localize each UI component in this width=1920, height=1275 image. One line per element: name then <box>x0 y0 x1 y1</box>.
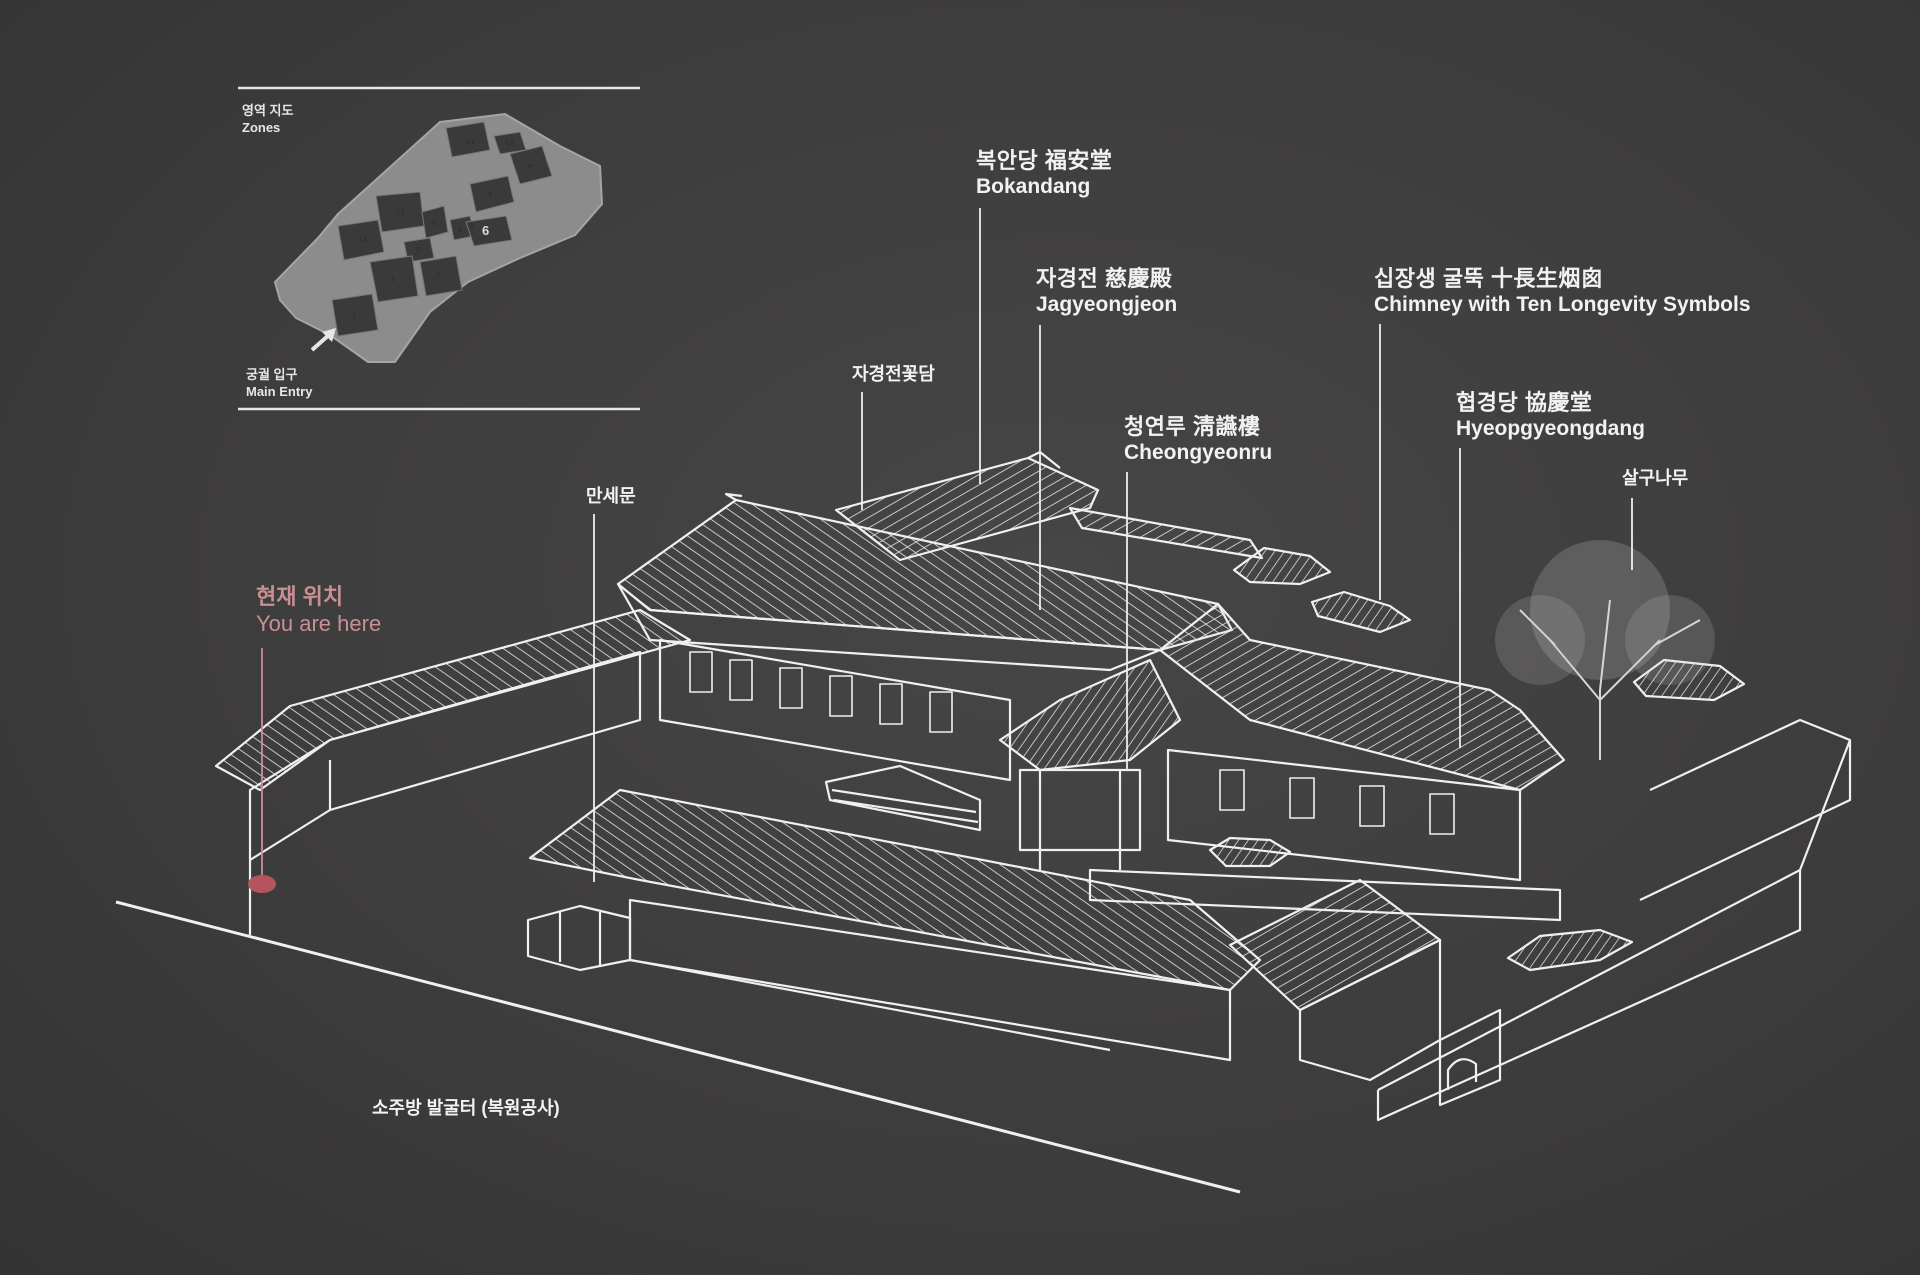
inset-entry-en: Main Entry <box>246 384 313 399</box>
label-cheongyeonru: 청연루 淸讌樓 Cheongyeonru <box>1124 414 1272 466</box>
jagyeongjeon-body <box>658 638 1012 782</box>
label-bokandang: 복안당 福安堂 Bokandang <box>976 148 1112 200</box>
right-corridor-wall <box>1298 938 1442 1082</box>
back-corridor-roof <box>1068 506 1264 560</box>
inset-title-ko: 영역 지도 <box>242 103 294 118</box>
inset-block-3 <box>421 205 449 239</box>
label-chimney: 십장생 굴뚝 十長生烟囪 Chimney with Ten Longevity … <box>1374 266 1751 318</box>
hyeopgyeongdang-windows <box>1219 769 1455 835</box>
zone-number: 9 <box>528 163 532 171</box>
gate-roof-front <box>1506 928 1634 972</box>
inset-zone-shape <box>273 112 604 363</box>
inset-block-11 <box>445 121 491 158</box>
front-corridor-roof <box>528 788 1262 992</box>
label-hyeopgyeongdang-en: Hyeopgyeongdang <box>1456 417 1646 440</box>
jagyeongjeon-eaves <box>616 582 1162 672</box>
inset-block-6 <box>465 215 513 247</box>
you-are-here-ko: 현재 위치 <box>256 584 344 609</box>
label-cheongyeonru-en: Cheongyeonru <box>1124 441 1273 464</box>
zone-number: 5 <box>470 222 474 230</box>
palace-drawing <box>214 450 1852 1122</box>
gate-roof-right <box>1632 658 1746 702</box>
inset-title-en: Zones <box>242 120 281 135</box>
label-cheongyeonru-ko: 청연루 淸讌樓 <box>1124 414 1261 439</box>
inset-block-3b <box>369 255 419 303</box>
zone-number: 3 <box>432 220 436 228</box>
inset-block-9 <box>509 145 553 185</box>
jagyeongjeon-stairs <box>824 764 982 832</box>
gate-roof-mid <box>1208 836 1292 868</box>
right-corridor-roof <box>1228 878 1442 1012</box>
you-are-here-en: You are here <box>256 611 382 636</box>
inset-map: 11 13 9 8 12 3 4 5 6 13 2 3 7 1 <box>238 86 640 411</box>
hyeopgyeongdang-roof <box>1158 602 1566 792</box>
inset-entry-ko: 궁궐 입구 <box>246 367 298 382</box>
zone-number: 12 <box>396 209 405 217</box>
label-jagyeongjeon-en: Jagyeongjeon <box>1036 293 1178 316</box>
zone-number: 3 <box>390 276 394 284</box>
inset-zone-numbers: 11 13 9 8 12 3 4 5 6 13 2 3 7 1 <box>352 138 532 320</box>
zone-number: 11 <box>466 138 475 146</box>
outer-wall-gate <box>1438 1008 1502 1107</box>
front-corridor-wall <box>628 898 1232 1062</box>
label-flower-wall: 자경전꽃담 <box>852 364 935 384</box>
zone-number: 2 <box>416 246 420 254</box>
left-corridor-roof <box>214 608 692 792</box>
zone-number: 6 <box>482 223 489 238</box>
hyeopgyeongdang-body <box>1166 748 1522 882</box>
cheongyeonru-roof <box>998 658 1182 772</box>
ground-line <box>115 900 1241 1194</box>
inset-title: 영역 지도 Zones <box>242 102 293 136</box>
label-hyeopgyeongdang-ko: 협경당 協慶堂 <box>1456 390 1593 415</box>
zone-number: 8 <box>488 191 492 199</box>
label-chimney-ko: 십장생 굴뚝 十長生烟囪 <box>1374 266 1604 291</box>
label-mansemun: 만세문 <box>586 486 636 506</box>
chimney <box>1310 590 1412 634</box>
gate-roof-back <box>1232 546 1332 586</box>
you-are-here-marker <box>248 875 276 893</box>
inset-block-7 <box>419 255 463 297</box>
cheongyeonru-body <box>1018 768 1142 852</box>
inset-block-1 <box>331 293 379 337</box>
salgu-tree <box>1495 540 1715 760</box>
zone-number: 13 <box>505 139 514 147</box>
you-are-here-label: 현재 위치 You are here <box>256 584 381 638</box>
label-chimney-en: Chimney with Ten Longevity Symbols <box>1374 293 1751 316</box>
inset-block-13b <box>337 219 385 261</box>
label-bokandang-ko: 복안당 福安堂 <box>976 148 1113 173</box>
mansemun <box>526 904 632 972</box>
inset-entry: 궁궐 입구 Main Entry <box>246 366 312 400</box>
label-excavation: 소주방 발굴터 (복원공사) <box>372 1098 560 1118</box>
label-jagyeongjeon-ko: 자경전 慈慶殿 <box>1036 266 1173 291</box>
entry-arrow-icon <box>310 328 336 352</box>
jagyeongjeon-windows <box>689 651 953 733</box>
zone-number: 1 <box>352 312 356 320</box>
wall-arch <box>1446 1058 1478 1090</box>
label-hyeopgyeongdang: 협경당 協慶堂 Hyeopgyeongdang <box>1456 390 1645 442</box>
label-bokandang-en: Bokandang <box>976 175 1091 198</box>
zone-number: 4 <box>458 226 463 234</box>
label-salgu-tree: 살구나무 <box>1622 468 1689 488</box>
outer-wall-front <box>1376 870 1802 1122</box>
zone-number: 13 <box>358 236 367 244</box>
zone-number: 7 <box>436 272 440 280</box>
leader-lines <box>261 208 1633 882</box>
label-jagyeongjeon: 자경전 慈慶殿 Jagyeongjeon <box>1036 266 1177 318</box>
inset-block-8 <box>469 175 515 213</box>
